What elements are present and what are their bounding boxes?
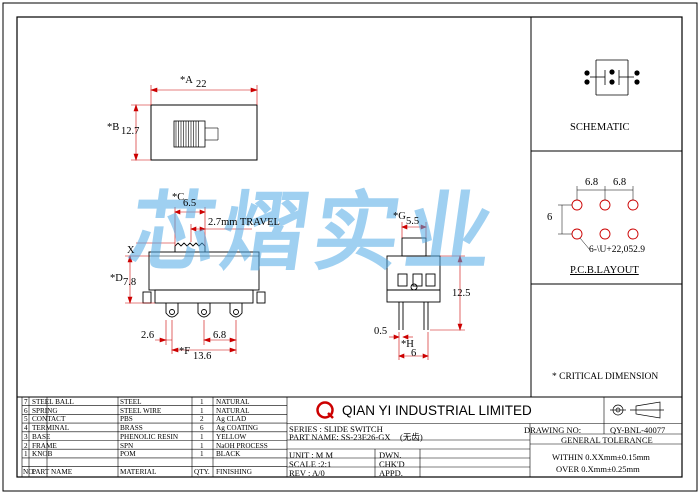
pcb-pitch-2: 6.8 [613, 177, 627, 188]
dim-pin-0-5: 0.5 [374, 326, 388, 337]
company-logo [316, 401, 334, 419]
rev-label: REV : A/0 [289, 468, 325, 478]
dim-c-label: *C [172, 192, 185, 203]
bom-row: 1 KNOB POM 1 BLACK [24, 450, 241, 459]
dim-h-value: 6 [411, 348, 417, 359]
dim-x-label: X [127, 245, 135, 256]
pcb-dims [558, 186, 634, 251]
side-view [142, 242, 266, 318]
end-view-dims [389, 222, 465, 360]
pcb-holes [571, 199, 639, 240]
dim-g-label: *G [393, 211, 406, 222]
dim-f-label: *F [179, 346, 191, 357]
top-view-dims [131, 85, 258, 161]
scale-label: SCALE :2:1 [289, 459, 332, 469]
chkd-label: CHK'D [379, 459, 405, 469]
tolerance-line-2: OVER 0.Xmm±0.25mm [556, 464, 640, 474]
dim-height-12-5: 12.5 [452, 288, 471, 299]
company-name: QIAN YI INDUSTRIAL LIMITED [342, 403, 532, 418]
end-view [386, 237, 441, 330]
bom-row: 4 TERMINAL BRASS 6 Ag COATING [24, 424, 259, 433]
bom-row: 7 STEEL BALL STEEL 1 NATURAL [24, 398, 250, 406]
pcb-hole-note: 6-\U+22,052.9 [589, 245, 646, 255]
part-name-label: PART NAME: SS-23E26-GX [289, 432, 391, 442]
series-label: SERIES : SLIDE SWITCH [289, 424, 383, 434]
dim-d-value: 7.8 [123, 277, 137, 288]
schematic-title: SCHEMATIC [570, 122, 630, 133]
watermark: 芯熠实业 [123, 150, 560, 340]
bom-row: 5 CONTACT PBS 2 Ag CLAD [24, 415, 247, 424]
drawing-no-value: QY-BNL-40077 [610, 425, 666, 435]
info-grid [287, 397, 682, 477]
dwn-label: DWN. [379, 450, 402, 460]
dim-h-label: *H [401, 339, 414, 350]
bom-row: 2 FRAME SPN 1 NaOH PROCESS [24, 441, 268, 450]
unit-label: UNIT : M M [289, 450, 333, 460]
pcb-row-gap: 6 [547, 212, 553, 223]
pcb-pitch-1: 6.8 [585, 177, 599, 188]
dim-g-value: 5.5 [406, 216, 420, 227]
dim-f-value: 13.6 [193, 351, 212, 362]
dim-c-value: 6.5 [183, 198, 197, 209]
dim-left-pitch: 2.6 [141, 330, 155, 341]
drawing-no-label: DRAWING NO: [524, 425, 582, 435]
top-view [150, 104, 258, 161]
tolerance-title: GENERAL TOLERANCE [561, 435, 653, 445]
critical-dimension-note: * CRITICAL DIMENSION [552, 372, 659, 382]
travel-label: 2.7mm TRAVEL [208, 217, 280, 228]
schematic-symbol [590, 59, 634, 96]
dim-d-label: *D [110, 273, 123, 284]
bom-row: 3 BASE PHENOLIC RESIN 1 YELLOW [24, 432, 247, 441]
bom-header-row: NO. PART NAME MATERIAL QTY. FINISHING [23, 467, 252, 476]
bom-row: 6 SPRING STEEL WIRE 1 NATURAL [24, 406, 250, 415]
part-name-suffix: (无齿) [400, 432, 423, 442]
dim-b-label: *B [107, 122, 120, 133]
pcb-title: P.C.B.LAYOUT [570, 265, 639, 276]
dim-b-value: 12.7 [121, 126, 140, 137]
tolerance-line-1: WITHIN 0.XXmm±0.15mm [552, 452, 650, 462]
dim-a-label: *A [180, 75, 193, 86]
dim-a-value: 22 [196, 79, 207, 90]
projection-symbol-icon [610, 401, 664, 419]
dim-right-pitch: 6.8 [213, 330, 227, 341]
schematic-contacts [584, 69, 640, 85]
side-view-dims [125, 207, 252, 354]
bom-table: 7 STEEL BALL STEEL 1 NATURAL 6 SPRING ST… [22, 397, 287, 477]
bom-grid [21, 396, 288, 478]
appd-label: APPD. [379, 468, 403, 478]
